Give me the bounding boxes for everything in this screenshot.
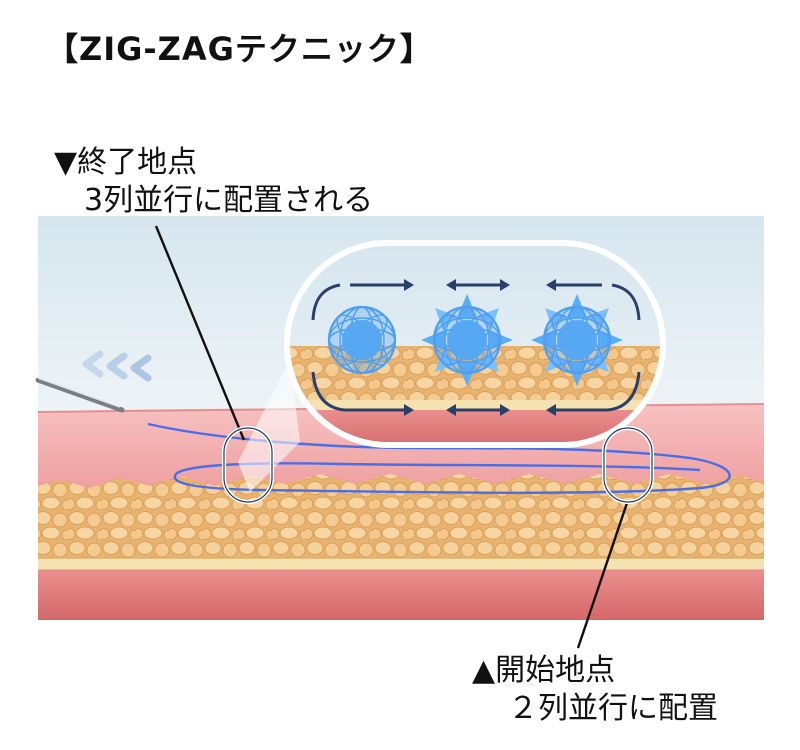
start-point-marker: [576, 426, 654, 649]
fascia-band: [38, 558, 764, 570]
page-title: 【ZIG-ZAGテクニック】: [46, 30, 433, 68]
double-arrow-icon: [311, 279, 641, 321]
double-arrow-icon: [311, 371, 641, 416]
inset-magnified-view: [284, 240, 666, 448]
end-point-marker: [154, 225, 274, 504]
spherical-filler-icon: [327, 305, 397, 375]
start-point-label: ▲開始地点 ２列並行に配置: [472, 652, 718, 728]
end-point-label: ▼終了地点 3列並行に配置される: [54, 144, 373, 220]
start-point-label-line1: ▲開始地点: [472, 653, 616, 688]
start-point-label-line2: ２列並行に配置: [508, 691, 718, 726]
fat-layer: [38, 474, 764, 560]
needle-icon: [35, 377, 125, 413]
end-point-label-line2: 3列並行に配置される: [84, 183, 374, 218]
thread-path: [147, 422, 731, 494]
end-point-label-line1: ▼終了地点: [54, 145, 198, 180]
direction-chevrons-icon: [82, 350, 152, 382]
zoom-beam: [238, 360, 300, 492]
muscle-layer: [38, 570, 764, 620]
